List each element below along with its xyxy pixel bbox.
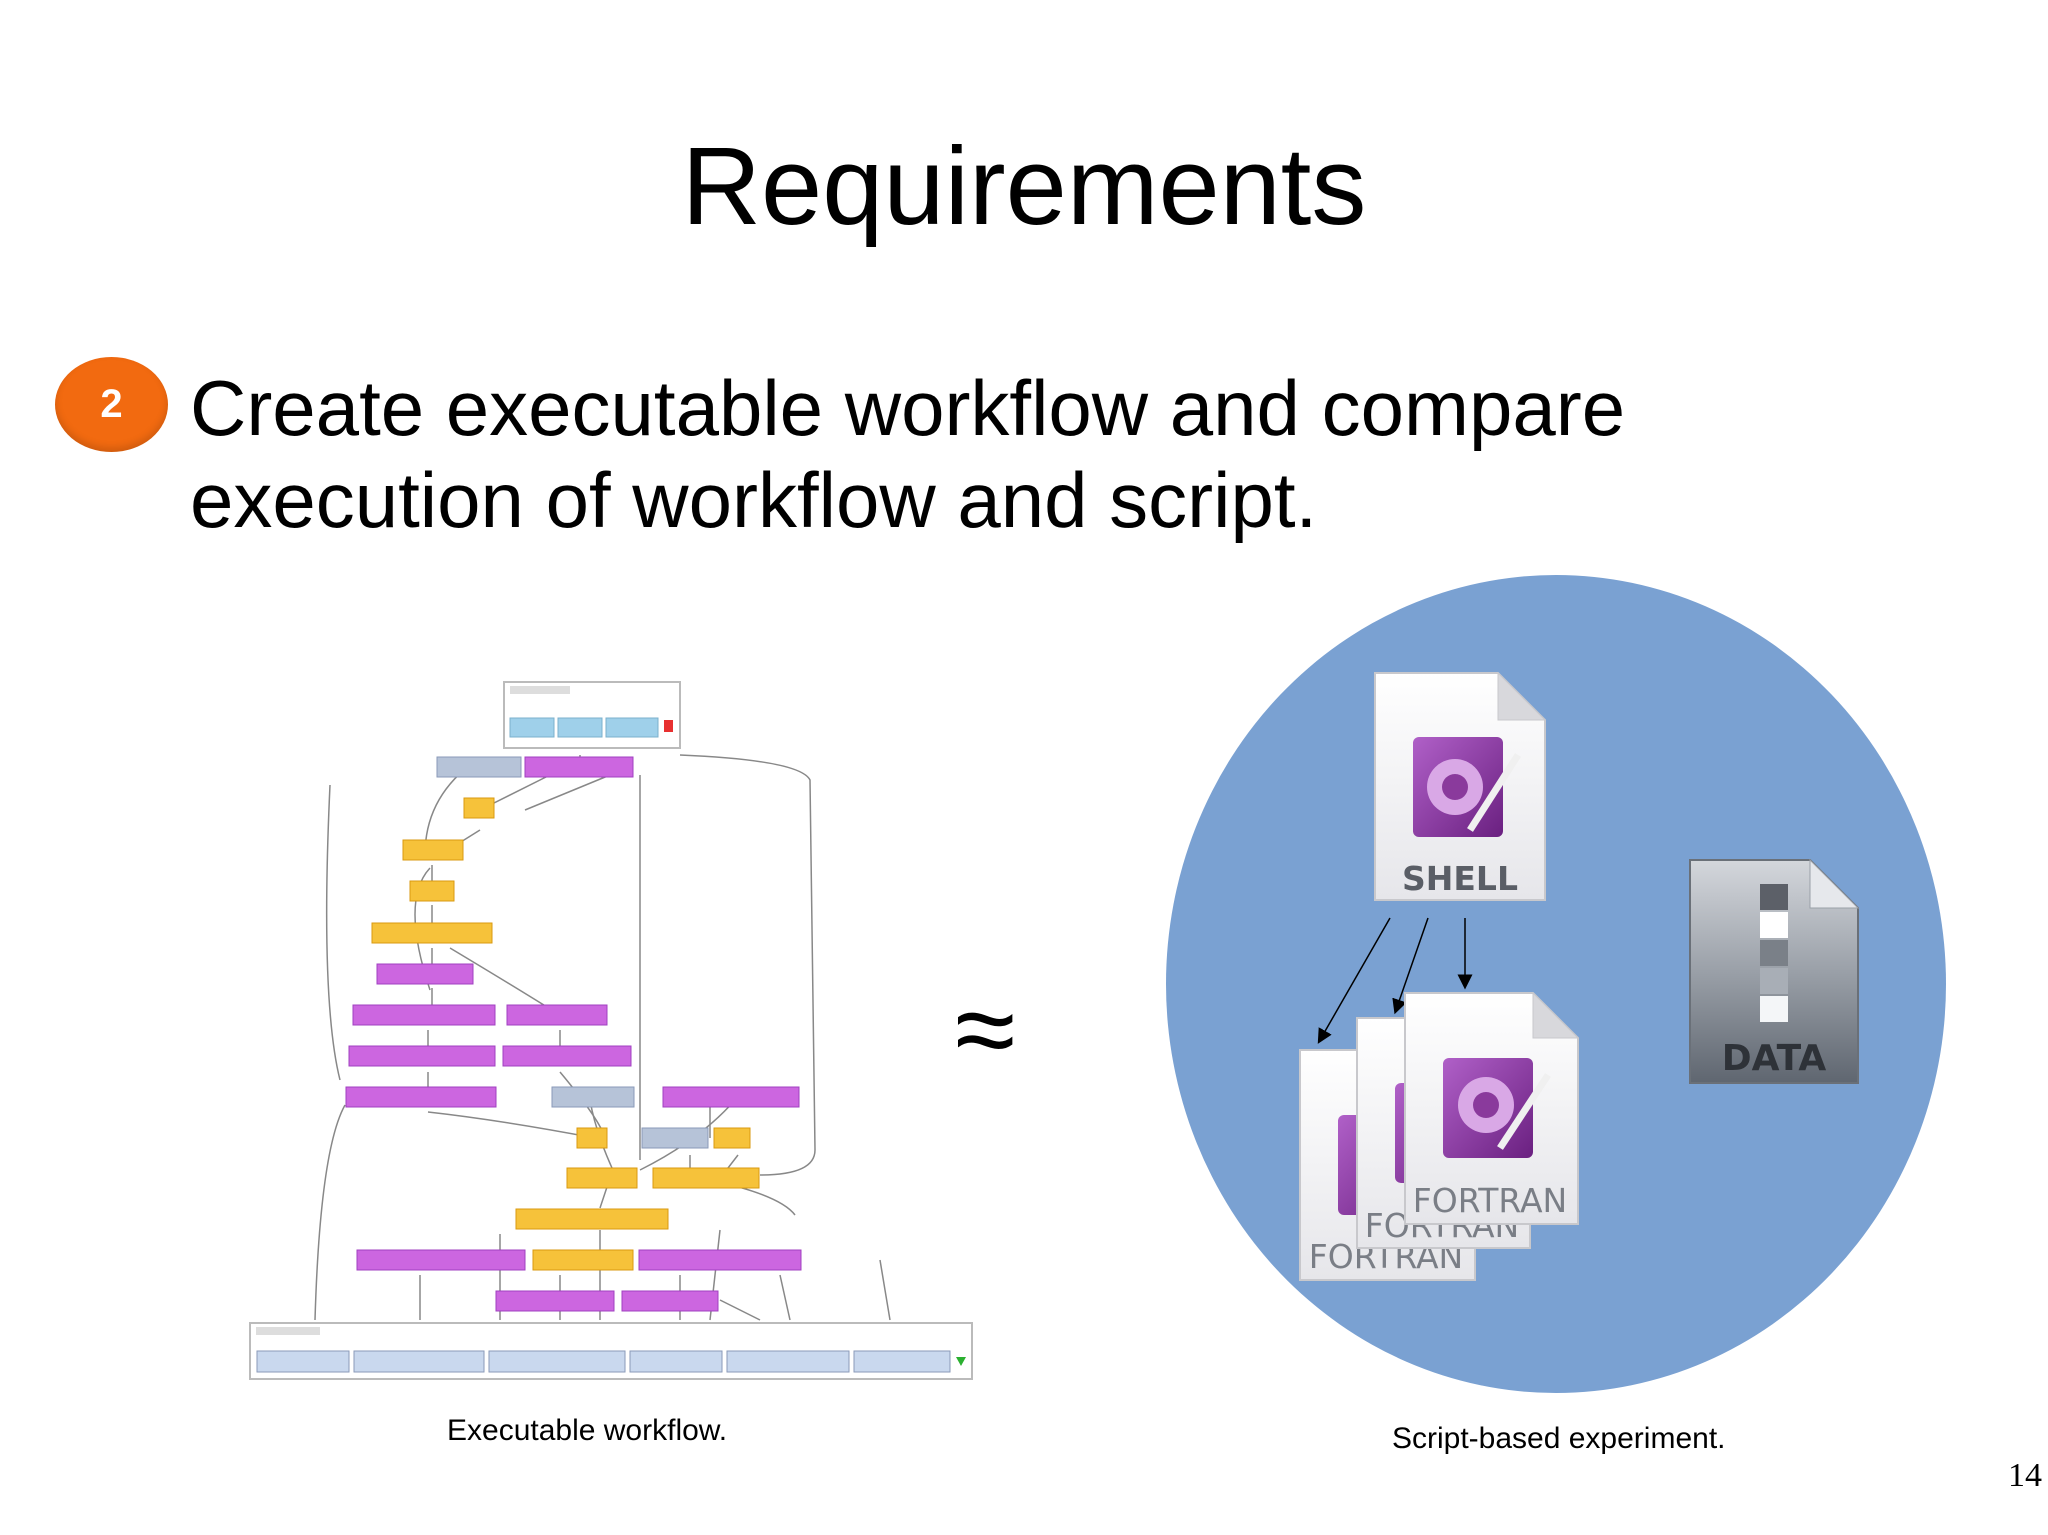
slide-title: Requirements xyxy=(681,125,1367,248)
fortran-file-icon-3: FORTRAN xyxy=(1404,991,1580,1225)
data-label: DATA xyxy=(1722,1038,1827,1079)
data-file-icon: DATA xyxy=(1689,858,1860,1084)
shell-file-icon: SHELL xyxy=(1374,671,1547,901)
bullet-line-1: Create executable workflow and compare xyxy=(190,364,1626,452)
bullet-number-badge: 2 xyxy=(55,357,168,452)
approx-symbol: ≈ xyxy=(955,968,1016,1091)
shell-label: SHELL xyxy=(1402,859,1518,898)
bullet-text: Create executable workflow and compare e… xyxy=(190,362,1990,546)
bullet-number: 2 xyxy=(100,382,123,426)
bullet-line-2: execution of workflow and script. xyxy=(190,456,1318,544)
caption-script-experiment: Script-based experiment. xyxy=(1392,1422,1726,1455)
page-number: 14 xyxy=(2008,1457,2042,1494)
fortran-label-3: FORTRAN xyxy=(1413,1181,1568,1220)
caption-executable-workflow: Executable workflow. xyxy=(447,1414,728,1447)
